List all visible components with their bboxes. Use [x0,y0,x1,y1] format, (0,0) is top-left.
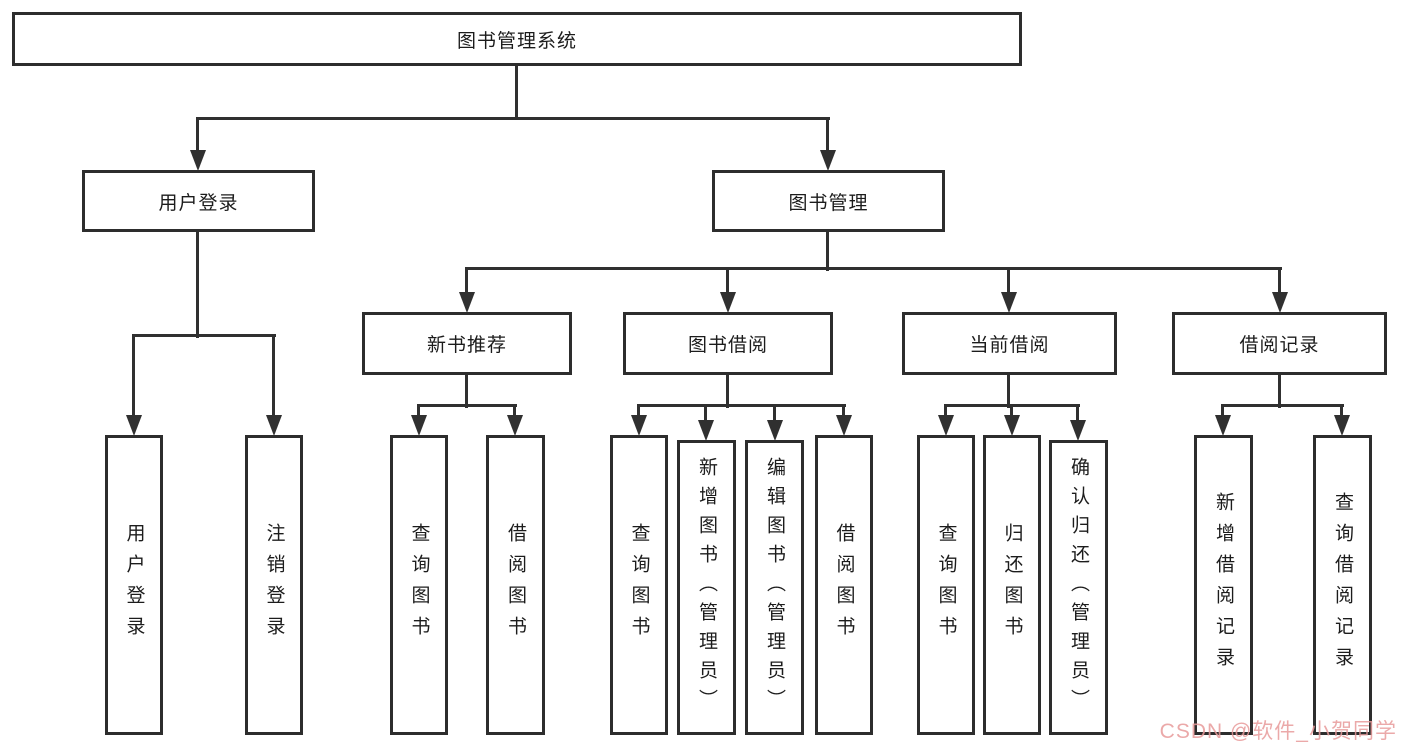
connector-line [1278,267,1281,294]
connector-line [1076,404,1079,421]
node-query-book-3: 查询图书 [917,435,975,735]
connector-line [197,117,830,120]
connector-line [1007,373,1010,408]
node-borrow-book-1-label: 借阅图书 [505,523,526,647]
connector-line [515,64,518,119]
connector-line [1010,404,1013,417]
node-new-book-recommend-label: 新书推荐 [426,335,507,356]
connector-line [133,334,276,337]
connector-line [637,404,640,417]
connector-line [196,117,199,152]
connector-line [944,404,947,417]
node-confirm-return-admin-label: 确认归还（管理员） [1068,457,1089,718]
arrowhead-icon [820,150,836,171]
connector-line [726,373,729,408]
node-borrow-records: 借阅记录 [1172,312,1387,375]
arrowhead-icon [631,415,647,436]
arrowhead-icon [190,150,206,171]
connector-line [513,404,516,417]
node-book-borrow-label: 图书借阅 [687,335,768,356]
arrowhead-icon [836,415,852,436]
node-edit-book-admin-label: 编辑图书（管理员） [764,457,785,718]
connector-line [1340,404,1343,417]
connector-line [1278,373,1281,408]
node-add-book-admin: 新增图书（管理员） [677,440,736,735]
connector-line [826,117,829,152]
node-query-book-2: 查询图书 [610,435,668,735]
arrowhead-icon [411,415,427,436]
connector-line [1007,267,1010,294]
connector-line [842,404,845,417]
node-current-borrow-label: 当前借阅 [969,335,1050,356]
connector-line [704,404,707,422]
node-return-book-label: 归还图书 [1001,523,1023,647]
connector-line [1221,404,1224,417]
node-user-login: 用户登录 [82,170,315,232]
connector-line [465,267,468,294]
connector-line [272,334,275,417]
node-book-mgmt-label: 图书管理 [788,192,869,214]
node-add-book-admin-label: 新增图书（管理员） [696,457,717,718]
node-user-login-leaf-label: 用户登录 [123,523,145,647]
node-edit-book-admin: 编辑图书（管理员） [745,440,804,735]
arrowhead-icon [266,415,282,436]
arrowhead-icon [126,415,142,436]
arrowhead-icon [1215,415,1231,436]
arrowhead-icon [1004,415,1020,436]
arrowhead-icon [459,292,475,313]
connector-line [773,404,776,422]
arrowhead-icon [1001,292,1017,313]
node-logout-leaf: 注销登录 [245,435,303,735]
connector-line [945,404,1080,407]
node-root: 图书管理系统 [12,12,1022,66]
node-add-borrow-record-label: 新增借阅记录 [1213,492,1234,678]
node-borrow-records-label: 借阅记录 [1239,335,1320,356]
node-confirm-return-admin: 确认归还（管理员） [1049,440,1108,735]
connector-line [826,229,829,271]
node-query-book-3-label: 查询图书 [935,523,957,647]
node-current-borrow: 当前借阅 [902,312,1117,375]
node-root-label: 图书管理系统 [456,30,577,52]
arrowhead-icon [1070,420,1086,441]
node-borrow-book-2-label: 借阅图书 [833,523,855,647]
arrowhead-icon [1334,415,1350,436]
connector-line [638,404,846,407]
node-book-mgmt: 图书管理 [712,170,945,232]
connector-line [465,373,468,408]
node-borrow-book-1: 借阅图书 [486,435,545,735]
connector-line [466,267,1282,270]
arrowhead-icon [938,415,954,436]
connector-line [1222,404,1344,407]
node-query-borrow-record-label: 查询借阅记录 [1332,492,1353,678]
node-query-borrow-record: 查询借阅记录 [1313,435,1372,735]
arrowhead-icon [698,420,714,441]
node-user-login-leaf: 用户登录 [105,435,163,735]
connector-line [726,267,729,294]
connector-line [132,334,135,417]
node-borrow-book-2: 借阅图书 [815,435,873,735]
node-user-login-label: 用户登录 [158,192,239,214]
connector-line [417,404,420,417]
watermark: CSDN @软件_小贺同学 [1159,720,1397,743]
node-add-borrow-record: 新增借阅记录 [1194,435,1253,735]
arrowhead-icon [767,420,783,441]
connector-line [196,229,199,338]
arrowhead-icon [1272,292,1288,313]
node-new-book-recommend: 新书推荐 [362,312,572,375]
node-query-book-1-label: 查询图书 [408,523,430,647]
connector-line [418,404,517,407]
node-query-book-2-label: 查询图书 [628,523,650,647]
node-return-book: 归还图书 [983,435,1041,735]
node-book-borrow: 图书借阅 [623,312,833,375]
node-query-book-1: 查询图书 [390,435,448,735]
node-logout-leaf-label: 注销登录 [263,523,285,647]
arrowhead-icon [720,292,736,313]
arrowhead-icon [507,415,523,436]
